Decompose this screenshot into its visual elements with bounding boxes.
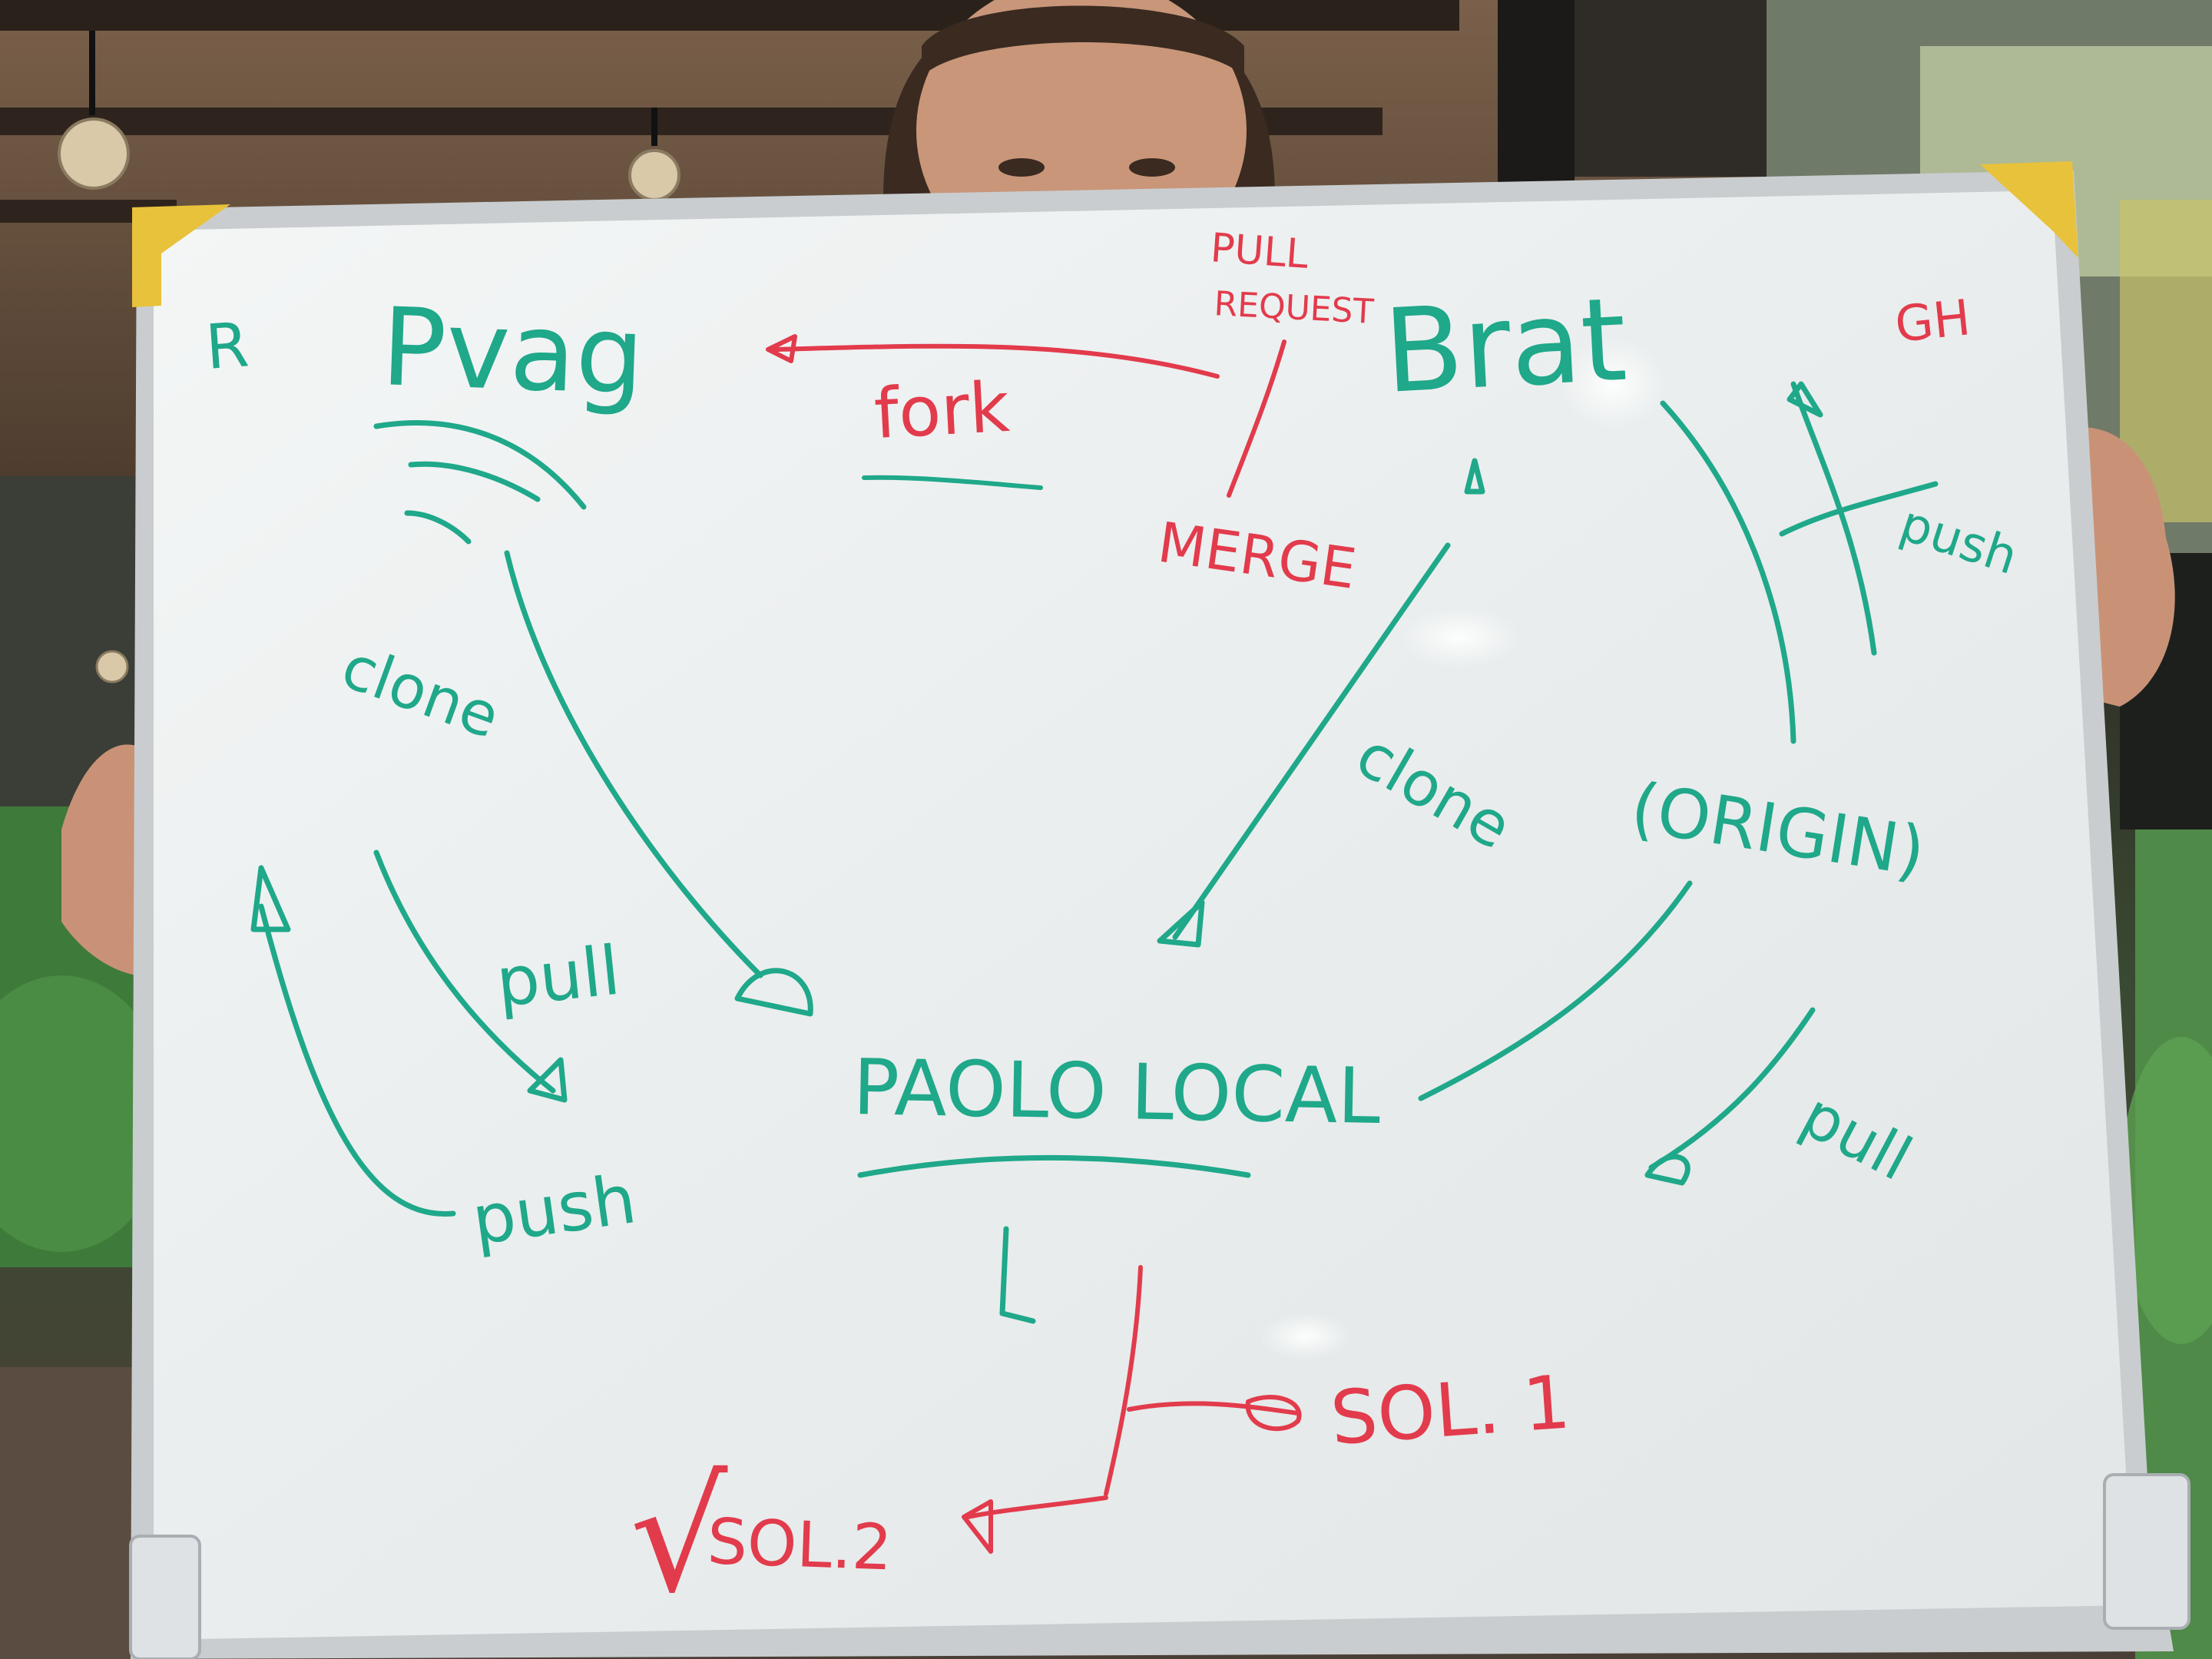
green-drawings bbox=[250, 381, 1939, 1324]
underline-fork bbox=[862, 475, 1043, 490]
light-bulb-icon bbox=[95, 650, 129, 684]
label-check: √ bbox=[630, 1448, 728, 1627]
label-corner-left: R bbox=[204, 309, 251, 383]
arrow-pull-right bbox=[1648, 1007, 1816, 1171]
arrow-pull-left bbox=[373, 849, 556, 1094]
light-bulb-icon bbox=[628, 108, 680, 201]
whiteboard bbox=[129, 161, 2190, 1659]
branch-line bbox=[1104, 1265, 1143, 1496]
arrow-sol2 bbox=[965, 1495, 1108, 1519]
corner-cap-top-right bbox=[1980, 161, 2078, 258]
board-bracket-left bbox=[129, 1535, 201, 1659]
arrow-brat-origin bbox=[1660, 400, 1796, 744]
letter-l-mark bbox=[999, 1226, 1036, 1324]
label-sol2: SOL.2 bbox=[706, 1505, 893, 1584]
underline-paolo bbox=[857, 1155, 1251, 1178]
arrow-fork bbox=[773, 343, 1220, 379]
label-node-brat: Brat bbox=[1381, 273, 1630, 419]
label-pull-request-2: REQUEST bbox=[1213, 284, 1374, 332]
light-bulb-icon bbox=[58, 31, 130, 190]
board-bracket-right bbox=[2103, 1473, 2190, 1630]
arrow-origin-paolo bbox=[1418, 880, 1693, 1101]
red-drawings bbox=[766, 334, 1302, 1554]
arrow-push-left bbox=[258, 903, 456, 1217]
label-node-pvag: Pvag bbox=[379, 285, 646, 419]
label-pull-left: pull bbox=[492, 931, 623, 1022]
corner-cap-top-left bbox=[132, 204, 230, 307]
label-node-paolo: PAOLO LOCAL bbox=[853, 1042, 1382, 1141]
arrow-sol1 bbox=[1127, 1401, 1300, 1416]
arrow-push-right bbox=[1790, 381, 1877, 656]
label-corner-right: GH bbox=[1892, 290, 1973, 354]
label-fork: fork bbox=[873, 367, 1012, 455]
label-pull-request-1: PULL bbox=[1209, 225, 1310, 278]
arrow-clone-left bbox=[504, 550, 763, 979]
connector-pr-merge bbox=[1227, 339, 1286, 498]
label-sol1: SOL. 1 bbox=[1328, 1359, 1573, 1461]
underline-pvag bbox=[373, 420, 587, 510]
